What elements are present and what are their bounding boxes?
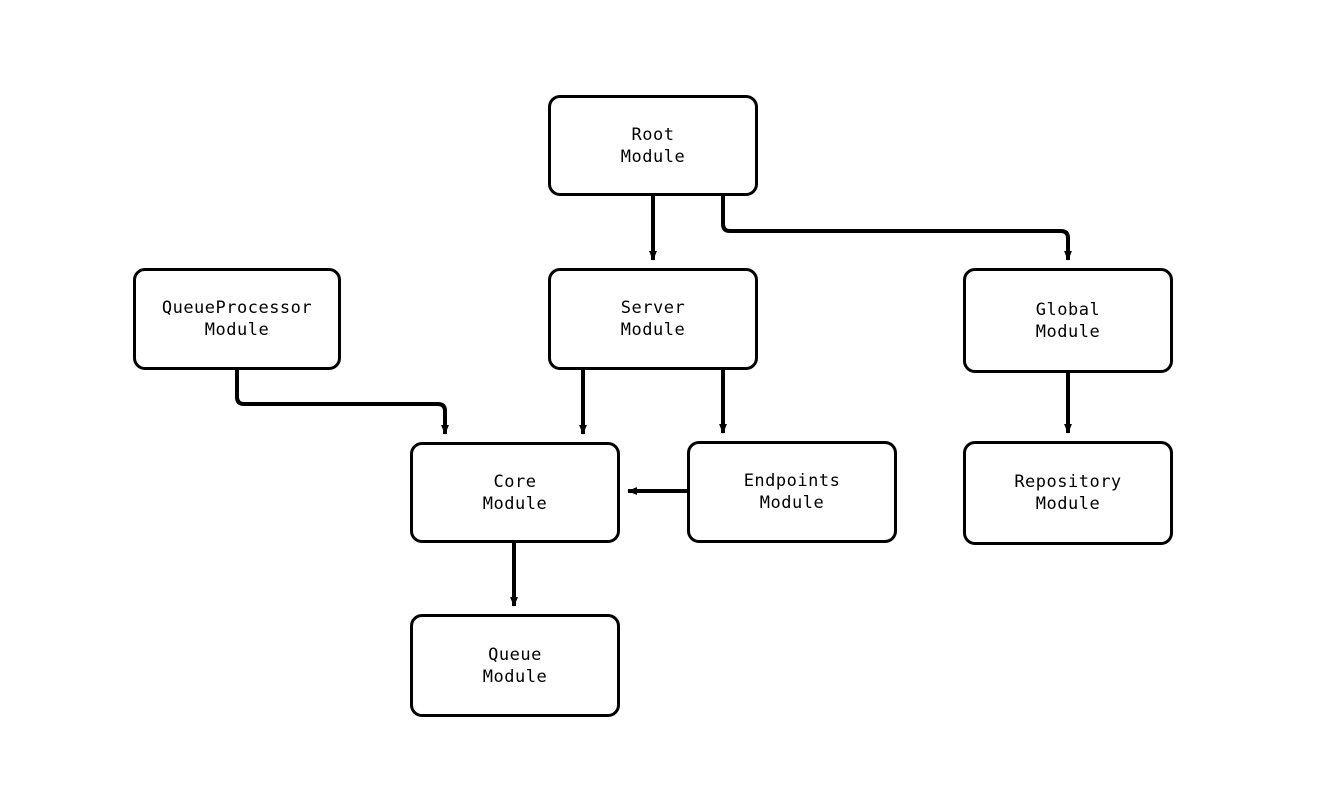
node-global-module[interactable]: Global Module (963, 268, 1173, 373)
node-endpoints-module-suffix: Module (759, 493, 825, 513)
node-endpoints-module-name: Endpoints (743, 471, 841, 491)
node-queue-module[interactable]: Queue Module (410, 614, 620, 717)
node-core-module-name: Core (493, 471, 537, 492)
node-queueprocessor-module-suffix: Module (204, 320, 270, 340)
node-server-module[interactable]: Server Module (548, 268, 758, 370)
node-root-module[interactable]: Root Module (548, 95, 758, 196)
node-server-module-name: Server (620, 298, 686, 318)
node-core-module-suffix: Module (482, 493, 548, 514)
node-global-module-suffix: Module (1035, 321, 1101, 342)
node-repository-module-name: Repository (1014, 472, 1122, 492)
node-root-module-suffix: Module (620, 146, 686, 167)
node-root-module-name: Root (631, 124, 675, 145)
edge-root-to-global (721, 196, 1072, 261)
node-repository-module[interactable]: Repository Module (963, 441, 1173, 545)
node-queue-module-name: Queue (488, 644, 542, 665)
node-queueprocessor-module[interactable]: QueueProcessor Module (133, 268, 341, 370)
node-repository-module-suffix: Module (1035, 494, 1101, 514)
node-queue-module-suffix: Module (482, 666, 548, 687)
node-core-module[interactable]: Core Module (410, 442, 620, 543)
node-endpoints-module[interactable]: Endpoints Module (687, 441, 897, 543)
node-global-module-name: Global (1035, 299, 1101, 320)
edge-queueprocessor-to-core (235, 370, 449, 435)
node-queueprocessor-module-name: QueueProcessor (161, 298, 313, 318)
node-server-module-suffix: Module (620, 320, 686, 340)
